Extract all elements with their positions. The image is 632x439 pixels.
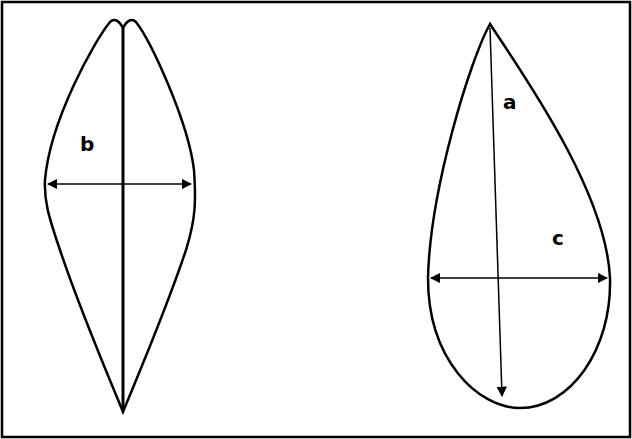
midline: [122, 26, 125, 410]
dimension-label: b: [80, 134, 94, 154]
dimension-label: c: [552, 228, 564, 248]
seed-outline-side: [428, 24, 610, 408]
width-arrow: [48, 183, 191, 185]
thickness-arrow: [431, 277, 607, 279]
seed-outline-front: [45, 20, 195, 412]
dimension-label: a: [503, 92, 517, 112]
length-arrow: [490, 28, 502, 396]
